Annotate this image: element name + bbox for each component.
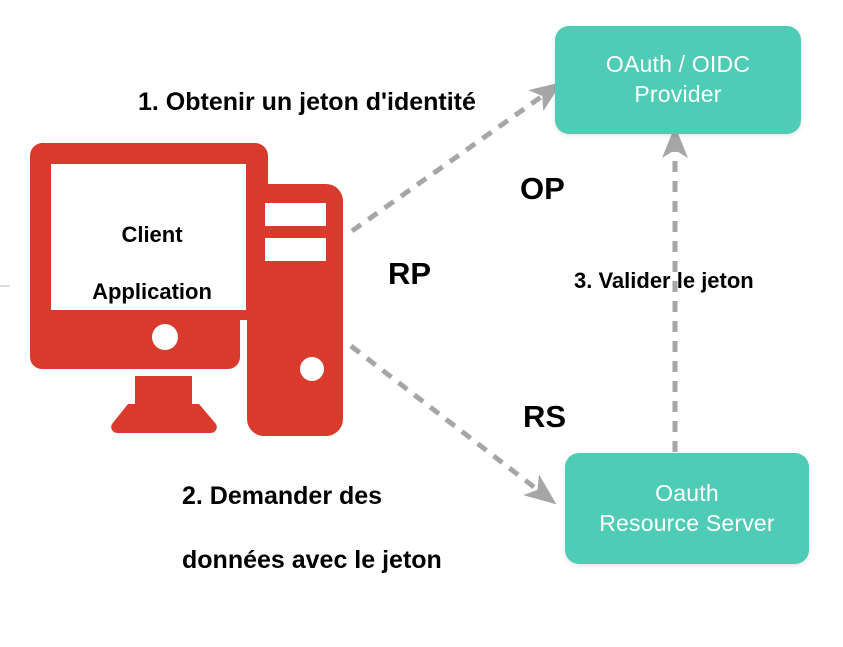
monitor-stand-base <box>111 404 217 433</box>
monitor-stand-neck <box>135 376 192 406</box>
node-oauth-oidc-provider[interactable]: OAuth / OIDC Provider <box>555 26 801 134</box>
arrow-step2-to-resource-server <box>349 344 557 505</box>
client-caption-line1: Client <box>121 221 183 247</box>
provider-label-line2: Provider <box>634 81 722 107</box>
role-label-rs: RS <box>523 399 567 434</box>
node-oauth-resource-server[interactable]: Oauth Resource Server <box>565 453 809 564</box>
monitor-screen <box>51 164 246 310</box>
monitor-chin <box>30 318 240 369</box>
resource-server-label-line1: Oauth <box>655 479 719 506</box>
tower-power-dot <box>300 357 324 381</box>
role-label-rp: RP <box>388 256 432 291</box>
step2-label-line1: 2. Demander des <box>182 482 383 510</box>
step2-label: 2. Demander des données avec le jeton <box>182 448 442 576</box>
tower-drive-slot-top <box>265 203 326 226</box>
provider-label-line1: OAuth / OIDC <box>605 51 751 78</box>
client-caption-line2: Application <box>92 278 212 304</box>
step2-label-line2: données avec le jeton <box>182 546 442 574</box>
arrow-step1-to-provider <box>350 82 562 234</box>
tower-drive-slot-bottom <box>265 238 326 261</box>
role-label-op: OP <box>520 171 565 206</box>
edge-artifact-line <box>0 285 10 287</box>
step3-label: 3. Valider le jeton <box>574 268 754 293</box>
resource-server-label-line2: Resource Server <box>599 509 775 536</box>
client-application-caption: Client Application <box>62 192 242 306</box>
step1-label: 1. Obtenir un jeton d'identité <box>138 88 476 116</box>
monitor-power-dot <box>152 324 178 350</box>
desktop-computer-icon <box>29 142 343 436</box>
